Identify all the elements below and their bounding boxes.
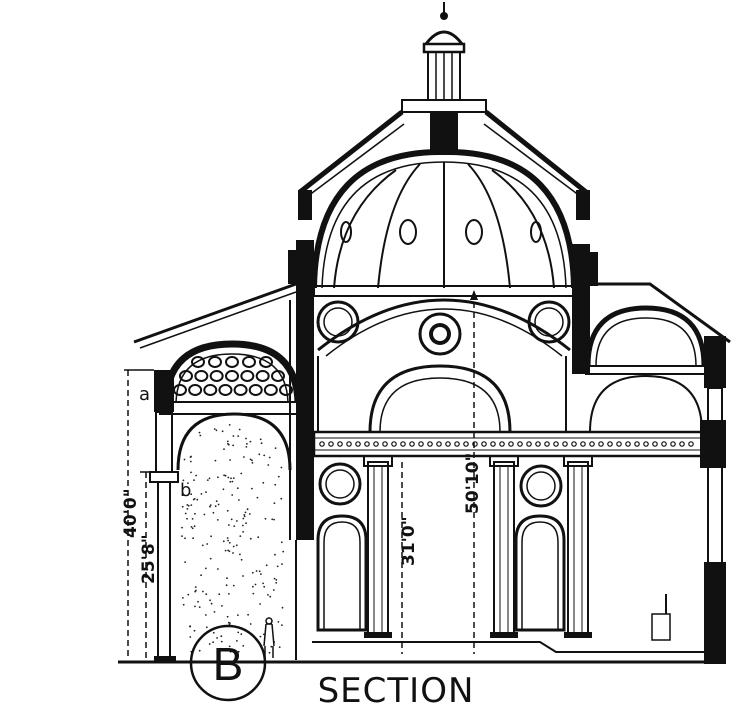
dimension-lines xyxy=(124,290,478,660)
left-porch xyxy=(133,282,302,662)
dimension-nave-column: 31'0" xyxy=(399,516,419,566)
section-badge-letter: B xyxy=(213,638,244,690)
pendentive-zone xyxy=(316,298,571,357)
point-label-b: b xyxy=(180,480,191,501)
dimension-porch-total: 40'0" xyxy=(121,488,141,538)
lantern xyxy=(401,2,487,152)
dome-roof xyxy=(298,110,590,220)
section-caption: SECTION xyxy=(318,671,475,711)
section-badge: B xyxy=(189,624,267,702)
nave-arch xyxy=(317,356,567,433)
entablature xyxy=(312,420,726,468)
dimension-dome-height: 50'10" xyxy=(463,453,483,514)
crossing-piers xyxy=(288,240,598,540)
nave-elevation xyxy=(312,455,704,653)
right-chapel xyxy=(585,282,731,664)
dimension-porch-column: 25'8" xyxy=(139,534,159,584)
point-label-a: a xyxy=(139,384,150,405)
main-dome xyxy=(311,148,577,297)
